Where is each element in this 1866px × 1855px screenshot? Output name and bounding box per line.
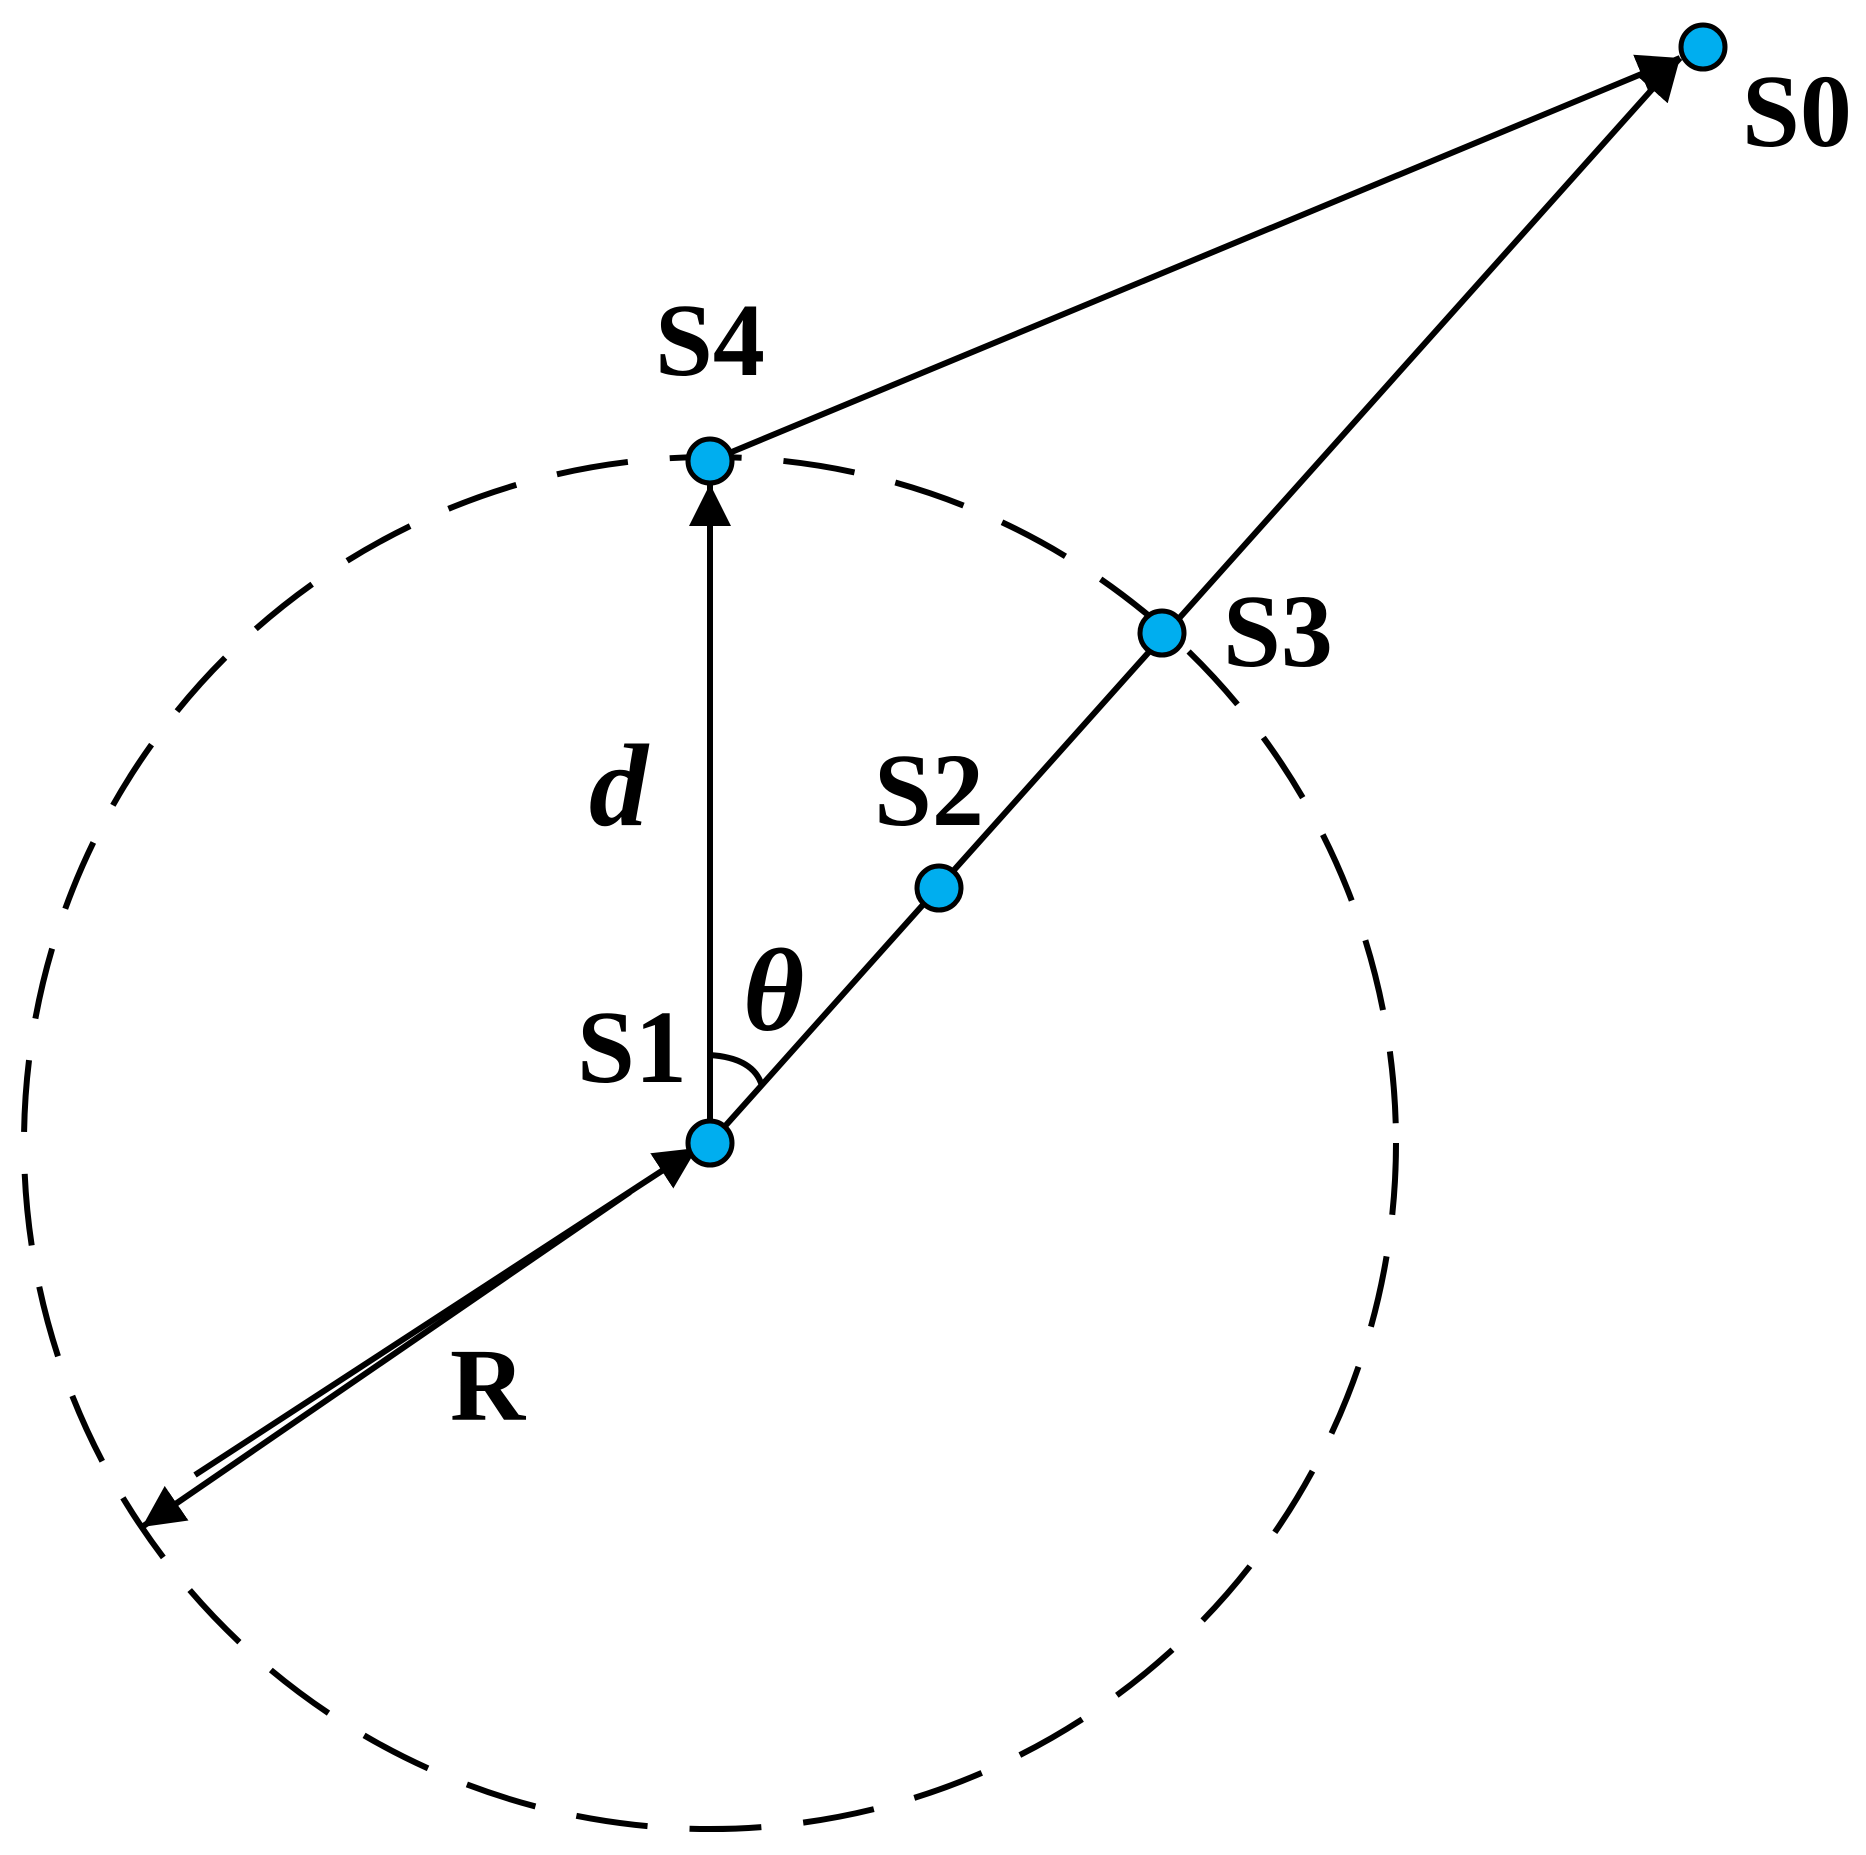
s4-to-s0-arrow xyxy=(708,54,1682,464)
label-s1: S1 xyxy=(577,990,687,1105)
node-s0 xyxy=(1678,22,1728,72)
label-s0: S0 xyxy=(1742,54,1852,169)
label-s4: S4 xyxy=(655,283,765,398)
node-s3 xyxy=(1137,608,1187,658)
node-s2 xyxy=(914,863,964,913)
label-d: d xyxy=(589,720,650,851)
s1-to-s0-arrow xyxy=(707,56,1683,1145)
label-s2: S2 xyxy=(874,733,984,848)
theta-angle-arc xyxy=(709,1052,765,1088)
label-r: R xyxy=(450,1328,527,1443)
node-s4 xyxy=(685,436,735,486)
radius-arrow-reverse xyxy=(140,1189,632,1530)
label-s3: S3 xyxy=(1223,574,1333,689)
label-theta: θ xyxy=(743,925,804,1056)
node-s1 xyxy=(685,1118,735,1168)
